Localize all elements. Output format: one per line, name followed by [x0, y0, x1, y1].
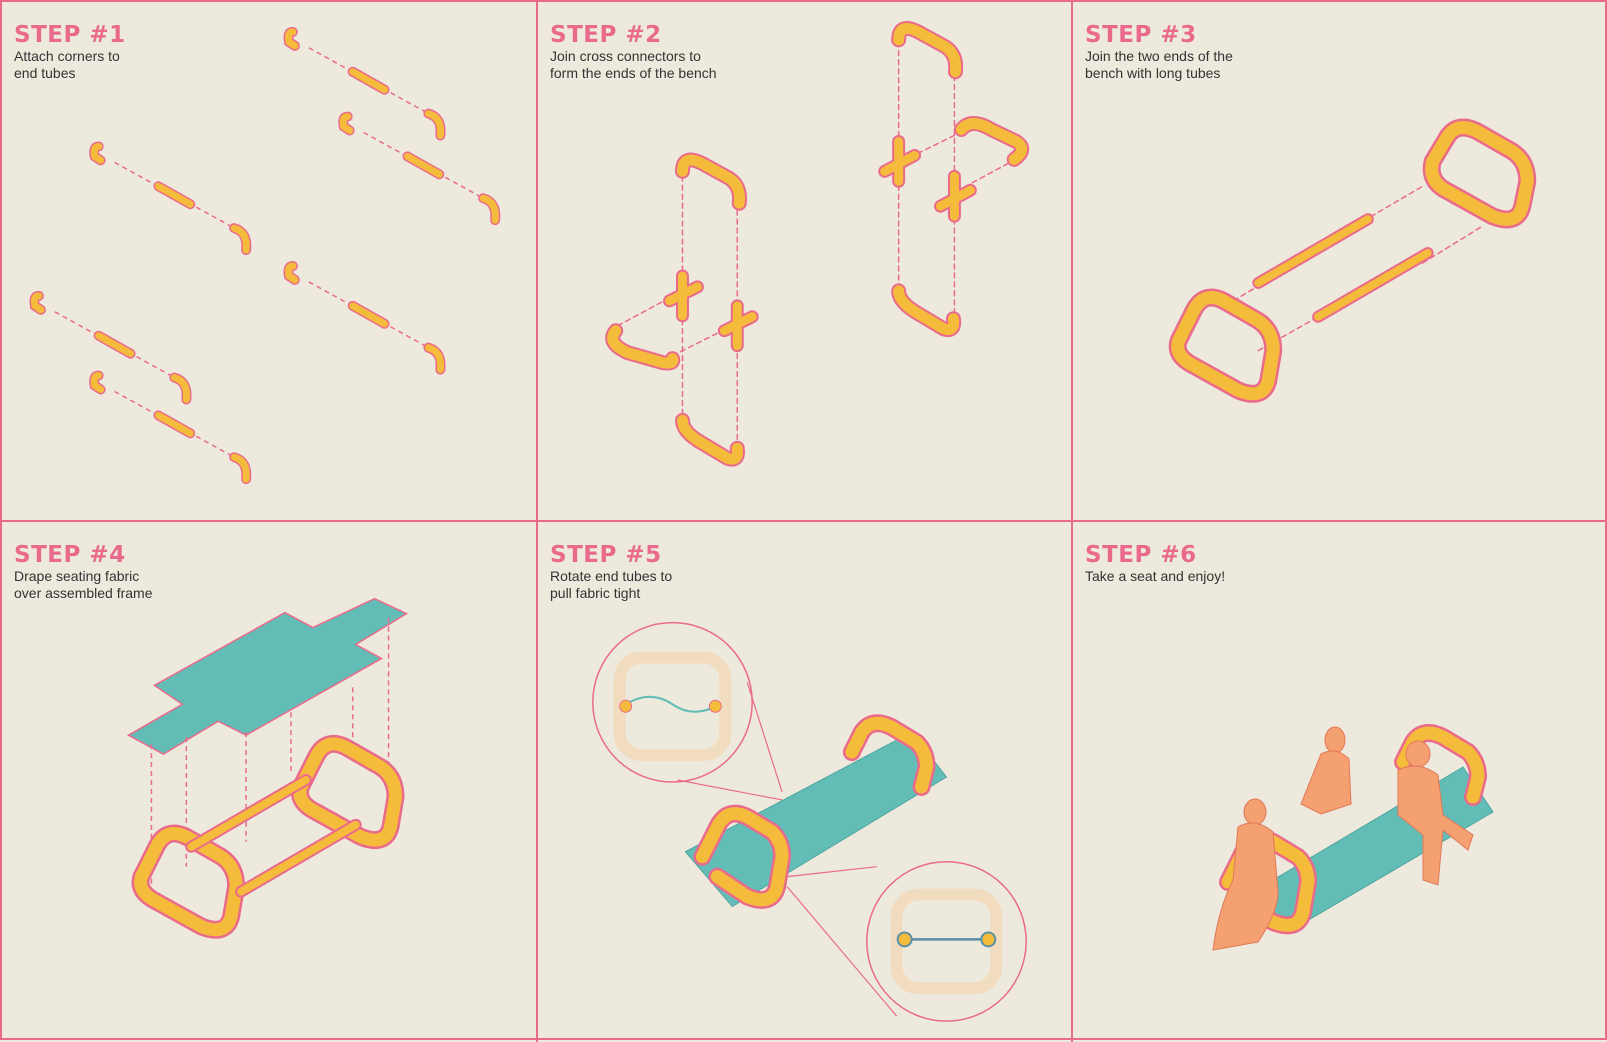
step-6-panel: STEP #6 Take a seat and enjoy! — [1073, 522, 1607, 1042]
step-4-illustration — [2, 522, 536, 1042]
step-5-panel: STEP #5 Rotate end tubes to pull fabric … — [538, 522, 1073, 1042]
step-1-illustration — [2, 2, 536, 520]
step-6-illustration — [1073, 522, 1607, 1042]
step-3-illustration — [1073, 2, 1607, 520]
step-2-illustration — [538, 2, 1071, 520]
step-3-panel: STEP #3 Join the two ends of the bench w… — [1073, 2, 1607, 522]
step-2-panel: STEP #2 Join cross connectors to form th… — [538, 2, 1073, 522]
step-4-panel: STEP #4 Drape seating fabric over assemb… — [2, 522, 538, 1042]
step-1-panel: STEP #1 Attach corners to end tubes — [2, 2, 538, 522]
step-5-illustration — [538, 522, 1071, 1042]
